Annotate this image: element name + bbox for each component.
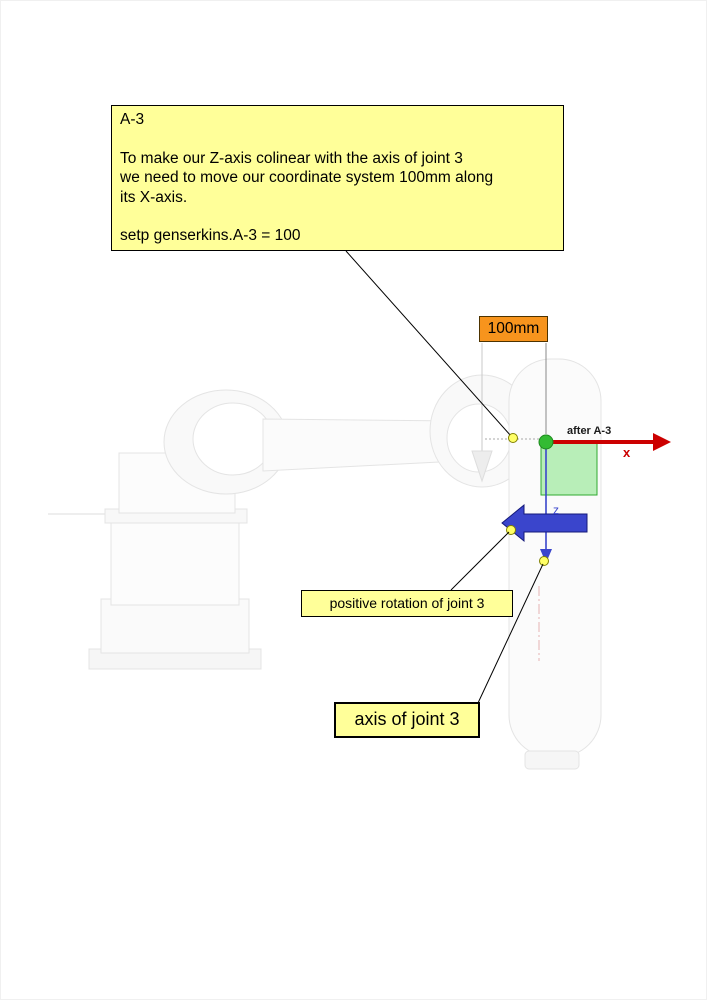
annotation-spacer <box>120 130 555 149</box>
robot-base-lower <box>100 598 250 654</box>
annotation-title: A-3 <box>120 111 145 128</box>
coordinate-frame <box>538 433 671 563</box>
annotation-body-line: its X-axis. <box>120 188 188 206</box>
robot-arm-render <box>48 358 602 770</box>
marker-origin <box>508 433 518 443</box>
positive-rotation-callout: positive rotation of joint 3 <box>301 590 513 617</box>
robot-shoulder-hub <box>192 402 274 476</box>
annotation-note: A-3 To make our Z-axis colinear with the… <box>111 105 564 251</box>
frame-plane <box>540 441 598 496</box>
annotation-command: setp genserkins.A-3 = 100 <box>120 227 301 244</box>
joint-axis-callout: axis of joint 3 <box>334 702 480 738</box>
annotation-spacer <box>120 207 555 226</box>
origin-point <box>538 434 554 450</box>
z-axis-arrowhead <box>540 549 552 563</box>
rotation-arrow <box>501 503 588 543</box>
distance-label: 100mm <box>479 316 548 342</box>
after-a3-label: after A-3 <box>567 425 612 437</box>
annotation-body-line: To make our Z-axis colinear with the axi… <box>120 149 463 167</box>
robot-forearm <box>508 358 602 758</box>
axis-leader-line <box>477 563 544 704</box>
x-axis-label: x <box>623 445 631 460</box>
x-axis-arrowhead <box>653 433 671 451</box>
robot-upper-arm <box>262 418 460 472</box>
robot-base-column <box>110 520 240 606</box>
old-origin-arrow <box>471 450 493 483</box>
z-axis-label: z <box>553 503 559 517</box>
marker-axis <box>539 556 549 566</box>
note-leader-line <box>345 250 512 437</box>
robot-wrist <box>524 750 580 770</box>
rotation-leader-line <box>450 531 510 591</box>
annotation-body-line: we need to move our coordinate system 10… <box>120 169 494 186</box>
